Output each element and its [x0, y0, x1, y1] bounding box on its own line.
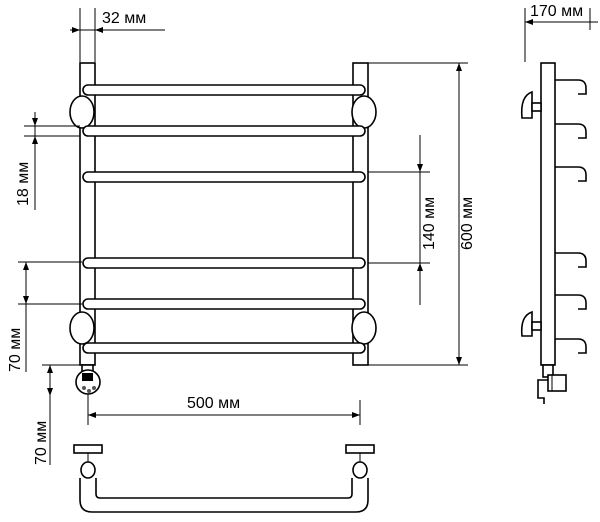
side-view: 170 мм: [520, 3, 598, 404]
wall-mounts: [69, 95, 377, 345]
rungs: [82, 84, 366, 354]
dim-bar-gap-small-label: 18 мм: [15, 162, 32, 206]
dim-tube-width: 32 мм: [70, 8, 165, 62]
dim-bar-gap-large-label: 140 мм: [421, 197, 438, 250]
dim-bottom-offset-label: 70 мм: [33, 421, 50, 465]
control-unit: [75, 364, 101, 400]
dim-depth: 170 мм: [524, 3, 598, 62]
dim-width-label: 500 мм: [187, 395, 240, 412]
top-view: [73, 444, 375, 513]
dim-width: 500 мм: [87, 395, 361, 425]
dim-right: 140 мм 600 мм: [368, 62, 476, 366]
dim-bottom-offset: 70 мм: [33, 364, 82, 465]
dim-tube-width-label: 32 мм: [102, 10, 146, 27]
dim-total-height-label: 600 мм: [459, 197, 476, 250]
dim-lower-gap-label: 70 мм: [7, 328, 24, 372]
side-post: [540, 62, 556, 366]
dim-depth-label: 170 мм: [530, 3, 583, 20]
right-post: [352, 62, 369, 366]
dim-lower-gap: 70 мм: [7, 261, 82, 372]
front-view: [69, 62, 377, 400]
dim-bar-gap-small: 18 мм: [15, 112, 80, 210]
